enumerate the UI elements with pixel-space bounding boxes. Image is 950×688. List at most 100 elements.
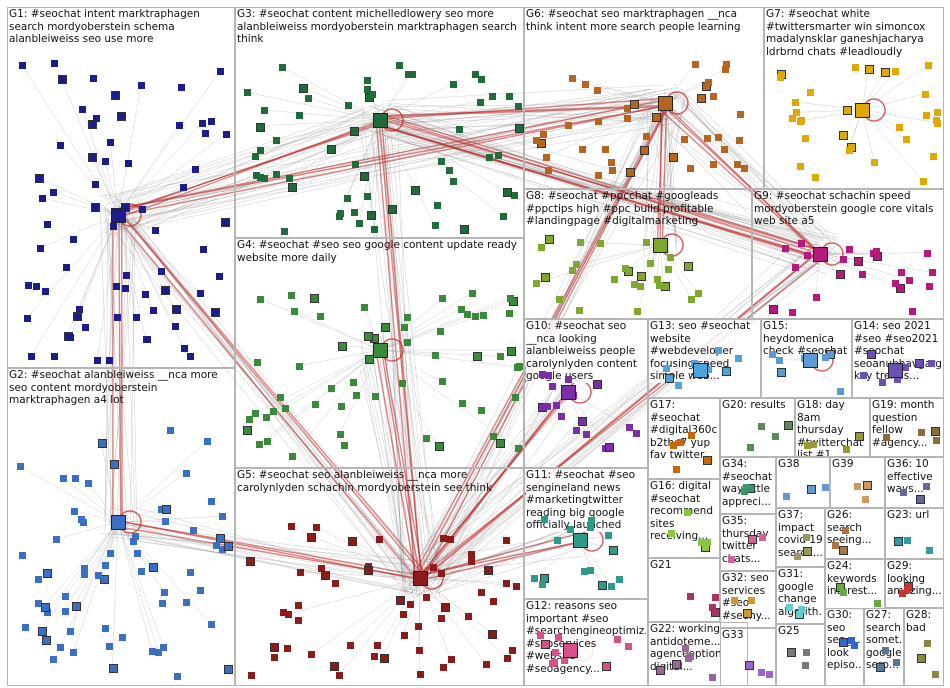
node[interactable] <box>784 420 794 430</box>
node[interactable] <box>512 582 520 590</box>
hub-node[interactable] <box>373 343 388 358</box>
node[interactable] <box>316 312 324 320</box>
hub-node[interactable] <box>573 533 588 548</box>
node[interactable] <box>551 649 559 657</box>
node[interactable] <box>807 89 815 97</box>
node[interactable] <box>92 180 100 188</box>
node[interactable] <box>213 541 221 549</box>
node[interactable] <box>530 574 538 582</box>
node[interactable] <box>246 557 256 567</box>
node[interactable] <box>791 98 799 106</box>
node[interactable] <box>463 311 471 319</box>
node[interactable] <box>720 146 728 154</box>
node[interactable] <box>122 271 130 279</box>
node[interactable] <box>94 572 102 580</box>
node[interactable] <box>255 122 265 132</box>
node[interactable] <box>597 581 607 591</box>
node[interactable] <box>892 659 900 666</box>
node[interactable] <box>647 260 655 268</box>
node[interactable] <box>348 536 358 546</box>
node[interactable] <box>722 367 732 377</box>
node[interactable] <box>133 313 141 321</box>
node[interactable] <box>57 643 65 651</box>
node[interactable] <box>280 227 288 235</box>
node[interactable] <box>841 527 849 535</box>
node[interactable] <box>892 68 900 76</box>
node[interactable] <box>859 270 867 278</box>
node[interactable] <box>500 212 508 220</box>
node[interactable] <box>573 261 581 269</box>
node[interactable] <box>223 665 233 675</box>
node[interactable] <box>769 304 779 314</box>
node[interactable] <box>337 341 347 351</box>
node[interactable] <box>438 614 446 622</box>
node[interactable] <box>502 188 512 198</box>
node[interactable] <box>106 356 114 364</box>
node[interactable] <box>553 536 561 544</box>
node[interactable] <box>71 507 79 515</box>
node[interactable] <box>372 393 380 401</box>
node[interactable] <box>812 294 820 302</box>
node[interactable] <box>264 438 272 446</box>
node[interactable] <box>437 157 445 165</box>
node[interactable] <box>802 661 810 669</box>
hub-node[interactable] <box>658 96 673 111</box>
node[interactable] <box>208 621 216 629</box>
node[interactable] <box>381 322 391 332</box>
node[interactable] <box>131 533 139 541</box>
node[interactable] <box>851 642 859 650</box>
node[interactable] <box>81 571 89 579</box>
node[interactable] <box>587 524 595 532</box>
node[interactable] <box>539 130 547 138</box>
node[interactable] <box>637 283 645 291</box>
node[interactable] <box>654 275 662 283</box>
node[interactable] <box>171 305 181 314</box>
node[interactable] <box>839 545 849 555</box>
node[interactable] <box>53 535 61 543</box>
node[interactable] <box>608 582 616 590</box>
node[interactable] <box>272 137 280 145</box>
node[interactable] <box>82 323 90 331</box>
node[interactable] <box>155 649 163 657</box>
node[interactable] <box>399 379 407 387</box>
node[interactable] <box>483 565 493 575</box>
hub-node[interactable] <box>563 643 578 658</box>
node[interactable] <box>722 65 730 73</box>
node[interactable] <box>507 347 517 357</box>
node[interactable] <box>44 609 52 617</box>
node[interactable] <box>854 483 862 491</box>
node[interactable] <box>796 118 804 126</box>
node[interactable] <box>932 670 940 678</box>
node[interactable] <box>838 130 848 140</box>
node[interactable] <box>669 152 679 162</box>
node[interactable] <box>783 492 791 500</box>
node[interactable] <box>686 652 694 660</box>
node[interactable] <box>902 135 910 143</box>
node[interactable] <box>179 184 187 191</box>
node[interactable] <box>747 443 755 451</box>
node[interactable] <box>733 161 741 169</box>
node[interactable] <box>473 351 483 361</box>
node[interactable] <box>395 596 405 606</box>
node[interactable] <box>438 378 446 386</box>
node[interactable] <box>697 538 705 546</box>
node[interactable] <box>551 659 559 667</box>
node[interactable] <box>772 433 780 441</box>
node[interactable] <box>414 623 422 631</box>
node[interactable] <box>496 439 506 449</box>
node[interactable] <box>455 125 463 133</box>
node[interactable] <box>782 244 790 252</box>
node[interactable] <box>57 74 67 84</box>
node[interactable] <box>467 550 475 558</box>
node[interactable] <box>802 547 812 557</box>
node[interactable] <box>730 596 738 604</box>
node[interactable] <box>107 549 115 557</box>
node[interactable] <box>736 111 744 119</box>
node[interactable] <box>337 403 345 411</box>
hub-node[interactable] <box>413 571 428 586</box>
node[interactable] <box>804 442 812 450</box>
node[interactable] <box>552 401 560 409</box>
node[interactable] <box>792 263 800 271</box>
node[interactable] <box>623 105 631 113</box>
node[interactable] <box>664 373 674 383</box>
